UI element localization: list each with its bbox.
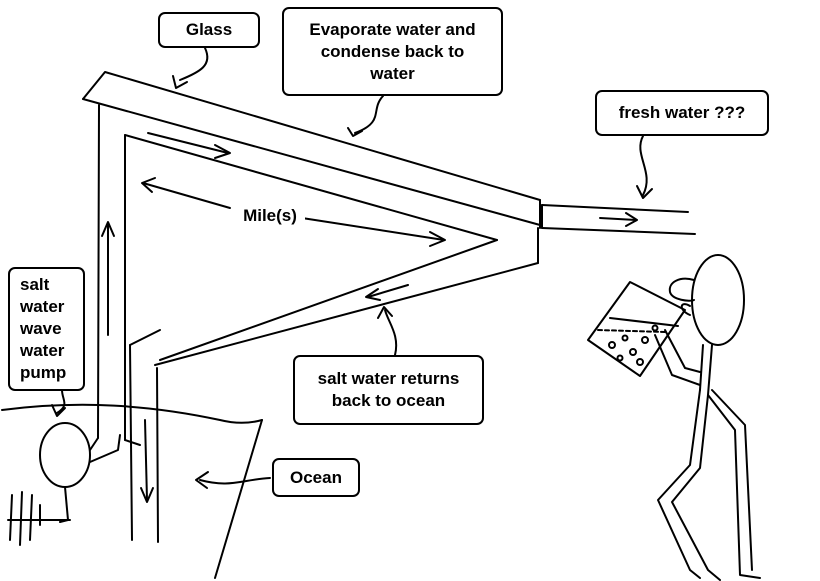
evaporate-label: Evaporate water and condense back to wat… bbox=[282, 7, 503, 96]
fresh-water-outlet-pipe bbox=[541, 204, 696, 235]
arrow-down-return bbox=[144, 419, 148, 501]
person-body-2 bbox=[707, 344, 713, 396]
person-arm-1 bbox=[654, 334, 701, 386]
glass-label: Glass bbox=[158, 12, 260, 48]
triangle-frame bbox=[124, 134, 539, 446]
fresh-water-label: fresh water ??? bbox=[595, 90, 769, 136]
ocean-label: Ocean bbox=[272, 458, 360, 497]
arrow-right-top bbox=[147, 132, 229, 154]
arrow-right-outlet bbox=[599, 217, 637, 221]
drinking-glass bbox=[587, 281, 686, 377]
person-arm-2 bbox=[664, 329, 701, 373]
miles-label: Mile(s) bbox=[235, 206, 305, 228]
arrow-miles-right bbox=[301, 217, 445, 241]
person-figure bbox=[654, 254, 761, 581]
ocean-surface bbox=[1, 403, 263, 424]
return-pipe bbox=[129, 329, 161, 543]
salt-water-pump-label: salt water wave water pump bbox=[8, 267, 85, 391]
person-leg-left bbox=[657, 389, 701, 579]
person-mouth bbox=[680, 303, 691, 316]
person-leg-left-inner bbox=[671, 394, 721, 581]
intake-pipe bbox=[89, 104, 100, 451]
person-head bbox=[691, 254, 745, 346]
person-nose bbox=[668, 277, 695, 302]
callout-tails bbox=[51, 47, 653, 489]
arrow-left-return bbox=[367, 284, 409, 298]
pump-anchor bbox=[7, 491, 71, 546]
person-body bbox=[699, 344, 704, 391]
arrow-miles-left bbox=[142, 182, 231, 209]
returns-label: salt water returns back to ocean bbox=[293, 355, 484, 425]
person-leg-right-inner bbox=[711, 389, 753, 571]
wave-pump bbox=[39, 422, 121, 523]
person-leg-right bbox=[707, 394, 761, 579]
glass-panel bbox=[82, 71, 541, 229]
flow-arrows bbox=[101, 132, 638, 503]
ocean-wall bbox=[214, 419, 263, 579]
